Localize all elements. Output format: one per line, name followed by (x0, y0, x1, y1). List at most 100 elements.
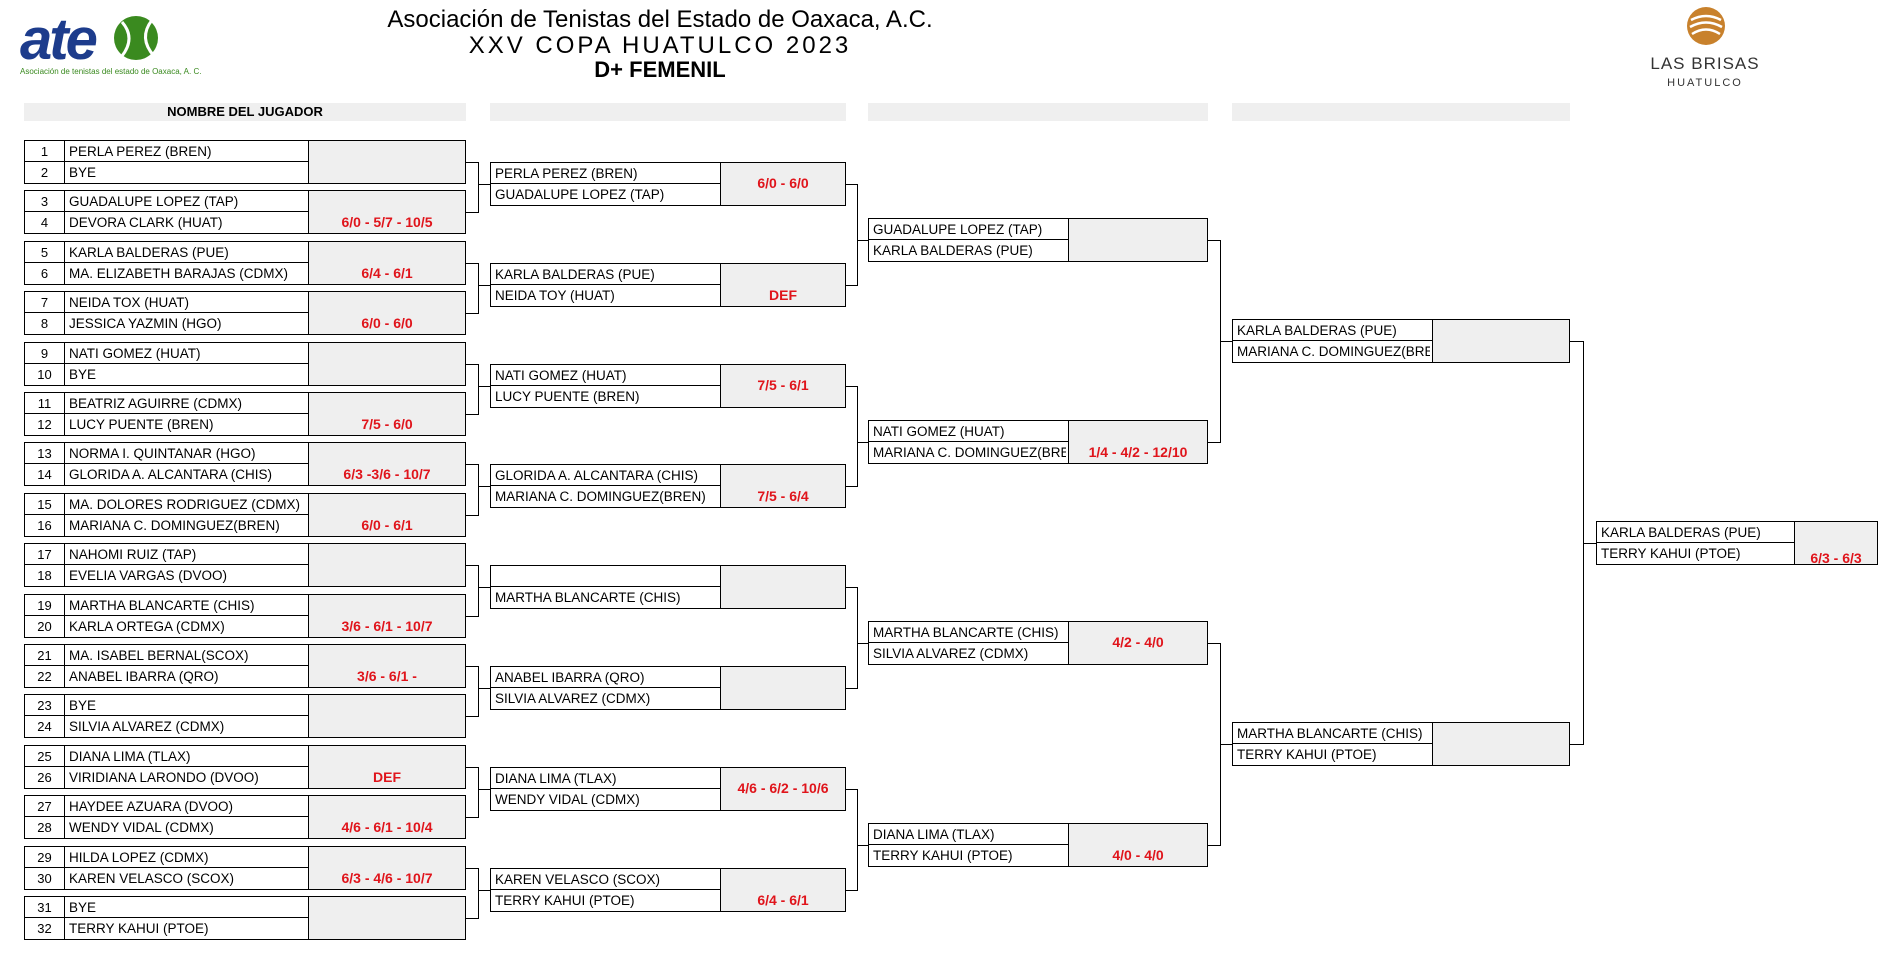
player-name: HAYDEE AZUARA (DVOO) (69, 799, 234, 815)
match-round2: PERLA PEREZ (BREN) GUADALUPE LOPEZ (TAP) 6… (490, 162, 846, 206)
player-name: JESSICA YAZMIN (HGO) (69, 316, 222, 332)
player-slot: MARTHA BLANCARTE (CHIS) (868, 621, 1069, 644)
bracket-line (478, 162, 479, 214)
score-box (308, 543, 466, 588)
bracket-line (466, 766, 478, 768)
bracket-line (1220, 744, 1232, 746)
match-score: 6/4 - 6/1 (757, 891, 809, 908)
match-score: 6/3 -3/6 - 10/7 (343, 466, 431, 483)
bracket-line (478, 666, 479, 718)
player-slot: PERLA PEREZ (BREN) (490, 162, 721, 184)
round4-column-header (1232, 103, 1570, 121)
player-name: BYE (69, 900, 97, 915)
match-round4: KARLA BALDERAS (PUE) MARIANA C. DOMINGUEZ… (1232, 319, 1570, 363)
match-score: 4/0 - 4/0 (1112, 846, 1164, 863)
player-slot: KARLA BALDERAS (PUE) (868, 240, 1069, 262)
player-slot: MARIANA C. DOMINGUEZ(BREN) (1232, 341, 1433, 363)
bracket-line (846, 688, 857, 689)
bracket-line (857, 788, 858, 891)
bracket-line (1208, 441, 1220, 443)
player-name: KAREN VELASCO (SCOX) (495, 871, 661, 887)
player-name: BYE (69, 366, 97, 382)
player-name: DIANA LIMA (TLAX) (69, 748, 191, 764)
score-box (720, 666, 846, 710)
score-box (720, 565, 846, 610)
bracket-line (478, 587, 490, 589)
player-name: MARIANA C. DOMINGUEZ(BREN) (873, 444, 1066, 460)
player-name: TERRY KAHUI (PTOE) (495, 892, 635, 908)
seed-number: 11 (25, 393, 65, 413)
match-score: DEF (373, 768, 401, 785)
player-name: NEIDA TOX (HUAT) (69, 295, 190, 311)
seed-number: 20 (25, 615, 65, 637)
player-name: KARLA BALDERAS (PUE) (1237, 323, 1397, 338)
bracket-line (846, 788, 857, 790)
player-name: GLORIDA A. ALCANTARA (CHIS) (69, 467, 273, 483)
player-name: NATI GOMEZ (HUAT) (495, 367, 627, 383)
match-score: 6/0 - 6/0 (757, 175, 809, 191)
score-box: 7/5 - 6/4 (720, 464, 846, 509)
match-round2: NATI GOMEZ (HUAT)LUCY PUENTE (BREN)7/5 -… (490, 363, 846, 408)
player-name: SILVIA ALVAREZ (CDMX) (69, 719, 225, 735)
bracket-line (846, 486, 857, 488)
bracket-line (1208, 240, 1220, 241)
player-name: TERRY KAHUI (PTOE) (873, 847, 1013, 863)
player-slot: TERRY KAHUI (PTOE) (868, 844, 1069, 867)
bracket-line (466, 162, 478, 163)
bracket-line (857, 441, 868, 443)
match-round2: KAREN VELASCO (SCOX) TERRY KAHUI (PTOE) 6/… (490, 867, 846, 912)
seed-number: 31 (25, 897, 65, 917)
player-name: NAHOMI RUIZ (TAP) (69, 547, 197, 563)
seed-number: 24 (25, 716, 65, 738)
player-slot: KARLA BALDERAS (PUE) (1596, 521, 1795, 543)
seed-number: 15 (25, 493, 65, 514)
bracket-line (478, 262, 479, 315)
seed-number: 22 (25, 666, 65, 687)
seed-number: 21 (25, 645, 65, 665)
seed-number: 5 (25, 241, 65, 262)
bracket-line (846, 184, 857, 185)
seed-number: 13 (25, 443, 65, 464)
player-name: TERRY KAHUI (PTOE) (69, 921, 209, 936)
player-name: GUADALUPE LOPEZ (TAP) (495, 187, 665, 202)
score-box: 4/6 - 6/1 - 10/4 (308, 795, 466, 840)
bracket-line (1208, 844, 1220, 846)
round3-column-header (868, 103, 1208, 121)
score-box (308, 694, 466, 739)
seed-number: 6 (25, 262, 65, 284)
seed-number: 29 (25, 846, 65, 867)
bracket-line (857, 587, 858, 689)
match-round2: MARTHA BLANCARTE (CHIS) (490, 565, 846, 610)
player-name: MARTHA BLANCARTE (CHIS) (1237, 726, 1423, 742)
match-score: 6/3 - 6/3 (1810, 550, 1862, 566)
match-round2: DIANA LIMA (TLAX)WENDY VIDAL (CDMX)4/6 -… (490, 766, 846, 811)
bracket-line (478, 284, 490, 286)
seed-number: 14 (25, 464, 65, 486)
logo-subtitle: Asociación de tenistas del estado de Oax… (20, 67, 202, 76)
player-slot: NEIDA TOY (HUAT) (490, 284, 721, 307)
score-box (1432, 319, 1570, 363)
seed-number: 32 (25, 918, 65, 939)
player-slot: SILVIA ALVAREZ (CDMX) (490, 688, 721, 710)
bracket-line (478, 464, 479, 516)
seed-number: 16 (25, 514, 65, 536)
match-round2: GLORIDA A. ALCANTARA (CHIS)MARIANA C. DO… (490, 464, 846, 509)
bracket-line (466, 666, 478, 667)
